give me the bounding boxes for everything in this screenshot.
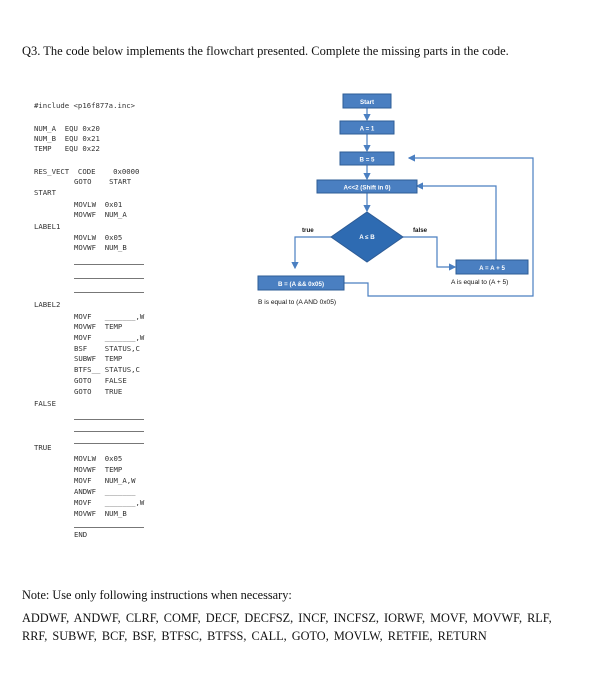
code-t-movlw: MOVLW 0x05 (74, 454, 123, 463)
code-movwf-num-b: MOVWF NUM_B (74, 243, 127, 252)
a-equals-1-box: A = 1 (339, 120, 395, 135)
a-assign-box: A = A + 5 (455, 259, 529, 275)
svg-text:Start: Start (360, 99, 374, 106)
svg-text:A ≤ B: A ≤ B (359, 234, 375, 241)
false-blank-line-3[interactable] (74, 443, 144, 444)
arrow-loop-back-b5 (344, 154, 534, 297)
code-movlw-1: MOVLW 0x01 (74, 200, 123, 209)
note-text: Note: Use only following instructions wh… (22, 588, 292, 602)
arrow-true-branch (291, 236, 331, 270)
svg-text:B = (A && 0x05): B = (A && 0x05) (278, 281, 324, 288)
code-label2: LABEL2 (34, 300, 61, 309)
false-label: false (413, 227, 428, 234)
code-t-andwf: ANDWF _______ (74, 487, 136, 496)
code-movlw-5: MOVLW 0x05 (74, 233, 123, 242)
code-movwf-num-a: MOVWF NUM_A (74, 210, 127, 219)
false-blank-line-1[interactable] (74, 419, 144, 420)
svg-text:A = 1: A = 1 (360, 126, 375, 133)
a-description: A is equal to (A + 5) (451, 279, 508, 286)
code-equ-num-a: NUM_A EQU 0x20 (34, 124, 100, 133)
label1-blank-line-3[interactable] (74, 292, 144, 293)
code-goto-start: GOTO START (74, 177, 132, 186)
code-res-vect: RES_VECT CODE 0x0000 (34, 167, 140, 176)
instruction-list: ADDWF, ANDWF, CLRF, COMF, DECF, DECFSZ, … (22, 611, 552, 643)
flowchart: Start A = 1 B = 5 A<<2 (Shift in 0) A ≤ … (257, 93, 534, 306)
code-l2-movf-2: MOVF _______,W (74, 333, 145, 342)
code-end: END (74, 530, 88, 539)
label1-blank-line-1[interactable] (74, 264, 144, 265)
code-t-movwf-num-b: MOVWF NUM_B (74, 509, 127, 518)
svg-text:B = 5: B = 5 (360, 157, 376, 164)
code-l2-subwf: SUBWF TEMP (74, 354, 123, 363)
false-blank-line-2[interactable] (74, 431, 144, 432)
arrow-loop-back-shift (415, 182, 497, 260)
code-label-true: TRUE (34, 443, 52, 452)
question-title: Q3. The code below implements the flowch… (22, 44, 509, 58)
start-box: Start (342, 93, 392, 109)
decision-diamond: A ≤ B (330, 211, 404, 263)
code-label1: LABEL1 (34, 222, 61, 231)
label1-blank-line-2[interactable] (74, 278, 144, 279)
code-l2-bsf: BSF STATUS,C (74, 344, 140, 353)
code-l2-goto-false: GOTO FALSE (74, 376, 127, 385)
b-assign-box: B = (A && 0x05) (257, 275, 345, 291)
svg-text:A = A + 5: A = A + 5 (479, 265, 505, 272)
code-l2-movwf-temp: MOVWF TEMP (74, 322, 123, 331)
b-equals-5-box: B = 5 (339, 151, 395, 166)
code-equ-num-b: NUM_B EQU 0x21 (34, 134, 100, 143)
true-label: true (302, 227, 314, 234)
code-equ-temp: TEMP EQU 0x22 (34, 144, 100, 153)
svg-text:A<<2 (Shift in 0): A<<2 (Shift in 0) (343, 185, 390, 192)
true-blank-line[interactable] (74, 527, 144, 528)
arrow-false-branch (403, 236, 457, 271)
shift-box: A<<2 (Shift in 0) (316, 179, 418, 194)
code-l2-movf-1: MOVF _______,W (74, 312, 145, 321)
code-label-start: START (34, 188, 56, 197)
code-label-false: FALSE (34, 399, 56, 408)
code-t-movwf-temp: MOVWF TEMP (74, 465, 123, 474)
code-t-movf-2: MOVF _______,W (74, 498, 145, 507)
code-t-movf-num-a: MOVF NUM_A,W (74, 476, 136, 485)
code-l2-goto-true: GOTO TRUE (74, 387, 123, 396)
b-description: B is equal to (A AND 0x05) (258, 299, 336, 306)
code-l2-btfs: BTFS__ STATUS,C (74, 365, 140, 374)
code-include: #include <p16f877a.inc> (34, 101, 136, 110)
